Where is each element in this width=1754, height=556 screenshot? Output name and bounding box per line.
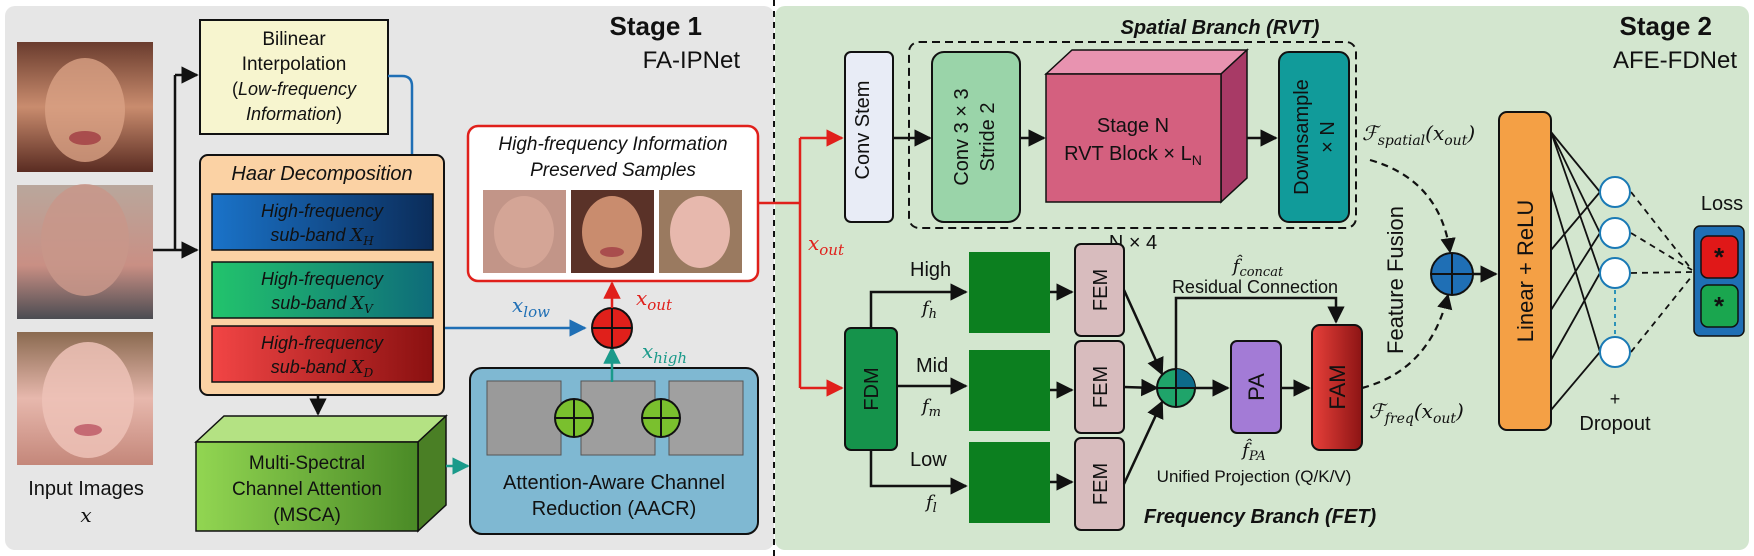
haar-band-v-line1: High-frequency (261, 269, 384, 289)
fem-to-sum-arrows (1122, 289, 1164, 485)
bilinear-line2: Interpolation (242, 54, 347, 75)
haar-band-v (211, 261, 434, 319)
x-out-connectors (758, 129, 844, 397)
aacr-plus-icon-1 (554, 398, 594, 438)
loss-fake-star: * (1714, 291, 1725, 321)
stage-n-block (1044, 48, 1249, 204)
aacr-line2: Reduction (AACR) (532, 498, 697, 520)
conv3x3-line2: Stride 2 (977, 103, 999, 172)
stage2-name: AFE-FDNet (1613, 47, 1737, 74)
freq-sum-icon (1156, 368, 1196, 408)
loss-label: Loss (1701, 193, 1743, 215)
rvt-repeat-region (908, 41, 1357, 229)
spatial-branch-title: Spatial Branch (RVT) (1121, 17, 1320, 39)
fc-lines (1550, 131, 1601, 411)
fem-mid-label: FEM (1090, 366, 1112, 408)
haar-band-h (211, 193, 434, 251)
bilinear-line3: (Low-frequency (232, 79, 357, 99)
stage-n-line1: Stage N (1097, 115, 1169, 137)
loss-fake-cell (1700, 284, 1739, 328)
bilinear-interpolation-box (199, 19, 389, 135)
neuron-3 (1599, 257, 1631, 289)
x-low-label: xlow (512, 293, 550, 321)
stage2-title: Stage 2 (1620, 11, 1713, 41)
f-spatial-label: ℱspatial(xout) (1362, 121, 1475, 149)
input-var: x (80, 503, 91, 527)
loss-real-star: * (1714, 242, 1725, 272)
loss-real-cell (1700, 235, 1739, 279)
aacr-feature-map-3 (668, 380, 744, 456)
haar-band-d (211, 325, 434, 383)
fem-high-label: FEM (1090, 269, 1112, 311)
band-mid-map (969, 350, 1050, 431)
fam-label: FAM (1325, 364, 1350, 409)
x-out-label-stage1: xout (636, 286, 673, 314)
band-mid-label: Mid (916, 355, 948, 377)
linear-relu-label: Linear + ReLU (1513, 200, 1538, 342)
stage1-name: FA-IPNet (643, 47, 741, 74)
aacr-plus-icon-2 (641, 398, 681, 438)
f-freq-label: ℱfreq(xout) (1369, 399, 1464, 427)
stage1-title: Stage 1 (610, 11, 703, 41)
msca-box (194, 414, 448, 533)
band-low-label: Low (910, 449, 947, 471)
haar-band-d-line2: sub-band XD (271, 357, 374, 380)
input-images-label: Input Images (28, 478, 144, 500)
hf-preserved-line1: High-frequency Information (498, 134, 727, 155)
fem-low-label: FEM (1090, 463, 1112, 505)
conv3x3-line1: Conv 3 × 3 (951, 88, 973, 185)
dropout-label: Dropout (1579, 413, 1651, 435)
band-low-map (969, 442, 1050, 523)
aacr-line1: Attention-Aware Channel (503, 472, 725, 494)
residual-connection-label: Residual Connection (1172, 277, 1338, 297)
residual-connection-arrow (1174, 296, 1345, 369)
haar-band-h-line2: sub-band XH (270, 225, 374, 248)
haar-band-v-line2: sub-band XV (271, 293, 374, 316)
msca-line2: Channel Attention (232, 479, 382, 500)
neuron-1 (1599, 176, 1631, 208)
aacr-feature-map-1 (486, 380, 562, 456)
pa-label: PA (1244, 373, 1269, 401)
input-images (17, 42, 153, 465)
map-to-fem-arrows (1050, 283, 1074, 491)
unified-projection-label: Unified Projection (Q/K/V) (1157, 467, 1352, 486)
conv-stem-label: Conv Stem (852, 81, 874, 180)
fc-to-loss-lines (1630, 191, 1693, 353)
downsample-line1: Downsample (1291, 79, 1313, 195)
hf-preserved-line2: Preserved Samples (530, 160, 696, 181)
bilinear-line1: Bilinear (262, 29, 326, 50)
band-high-map (969, 252, 1050, 333)
conv3x3-box (931, 51, 1021, 223)
haar-band-h-line1: High-frequency (261, 201, 384, 221)
dropout-plus: + (1610, 389, 1621, 409)
msca-line3: (MSCA) (273, 505, 341, 526)
x-high-label: xhigh (642, 339, 687, 367)
freq-to-fusion-arrow (1361, 293, 1453, 390)
fdm-label: FDM (861, 367, 883, 410)
spatial-to-fusion-arrow (1369, 158, 1456, 254)
feature-fusion-label: Feature Fusion (1383, 206, 1408, 354)
fusion-sum-icon (1430, 252, 1474, 296)
msca-line1: Multi-Spectral (249, 453, 365, 474)
x-out-label-stage2: xout (808, 231, 845, 259)
stage-n-line2: RVT Block × LN (1064, 143, 1202, 168)
bilinear-line4: Information) (246, 104, 342, 124)
downsample-box (1278, 51, 1350, 223)
haar-band-d-line1: High-frequency (261, 333, 384, 353)
haar-title: Haar Decomposition (231, 163, 412, 185)
sum-node-icon (591, 307, 633, 349)
linear-relu-box (1498, 111, 1552, 431)
input-connectors (153, 66, 199, 259)
frequency-branch-title: Frequency Branch (FET) (1144, 506, 1377, 528)
neuron-4 (1599, 336, 1631, 368)
downsample-line2: × N (1317, 121, 1339, 153)
neuron-2 (1599, 217, 1631, 249)
band-high-label: High (910, 259, 951, 281)
fdm-connectors (869, 283, 968, 495)
